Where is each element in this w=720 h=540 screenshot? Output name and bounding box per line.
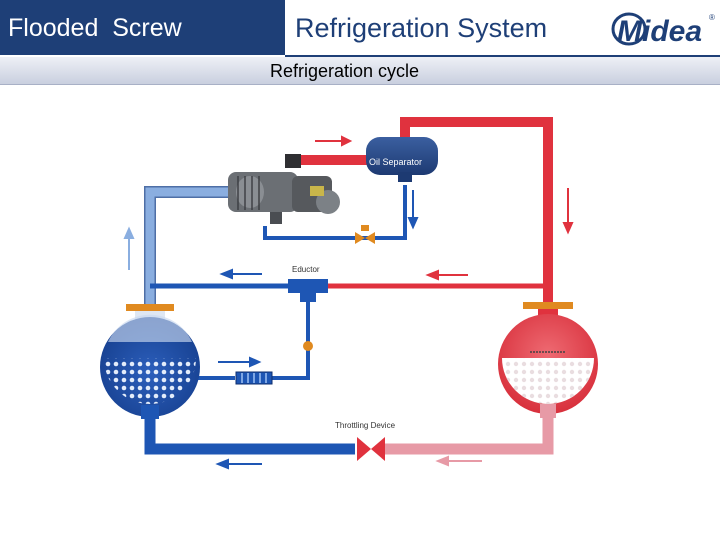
midea-logo: Midea ®: [611, 12, 715, 48]
screw-compressor-icon: [228, 154, 340, 224]
subtitle-bar: Refrigeration cycle: [0, 57, 720, 85]
oil-return-valve: [355, 225, 375, 244]
discharge-line: [296, 117, 553, 302]
header-left-panel: Flooded Screw: [0, 0, 285, 55]
header-product-title: Flooded Screw: [8, 14, 182, 42]
flow-arrow-suction-up: [123, 226, 135, 270]
liquid-line: [144, 405, 554, 455]
suction-line: [144, 186, 238, 310]
eductor-branch: [192, 300, 313, 385]
flow-arrow-cold-left: [215, 458, 262, 470]
flow-arrow-injection-left: [425, 269, 468, 281]
oil-separator-icon: [366, 137, 438, 182]
eductor-icon: [288, 279, 328, 302]
logo-registered-mark: ®: [709, 13, 715, 22]
throttling-device-label: Throttling Device: [335, 421, 396, 430]
flow-arrow-liquid-left: [435, 455, 482, 467]
flow-arrow-oil-return: [407, 190, 419, 230]
condenser-vessel: [498, 302, 598, 418]
throttling-valve-icon: [357, 437, 385, 461]
eductor-label: Eductor: [292, 265, 320, 274]
logo-text: Midea: [617, 15, 702, 48]
subtitle: Refrigeration cycle: [270, 61, 420, 81]
flow-arrow-eductor-left: [219, 268, 262, 280]
flow-arrow-down-hot: [562, 188, 574, 235]
flow-arrow-discharge: [315, 135, 353, 147]
header-right-panel: Refrigeration System Midea ®: [285, 0, 720, 57]
slide-title: Refrigeration System: [295, 13, 548, 43]
eductor-valve-icon: [303, 341, 313, 351]
flow-arrow-to-evaporator: [218, 356, 262, 368]
oil-separator-label: Oil Separator: [369, 157, 422, 167]
logo-ring: [611, 12, 647, 46]
evaporator-vessel: [100, 304, 200, 419]
oil-return-line: [263, 185, 407, 240]
